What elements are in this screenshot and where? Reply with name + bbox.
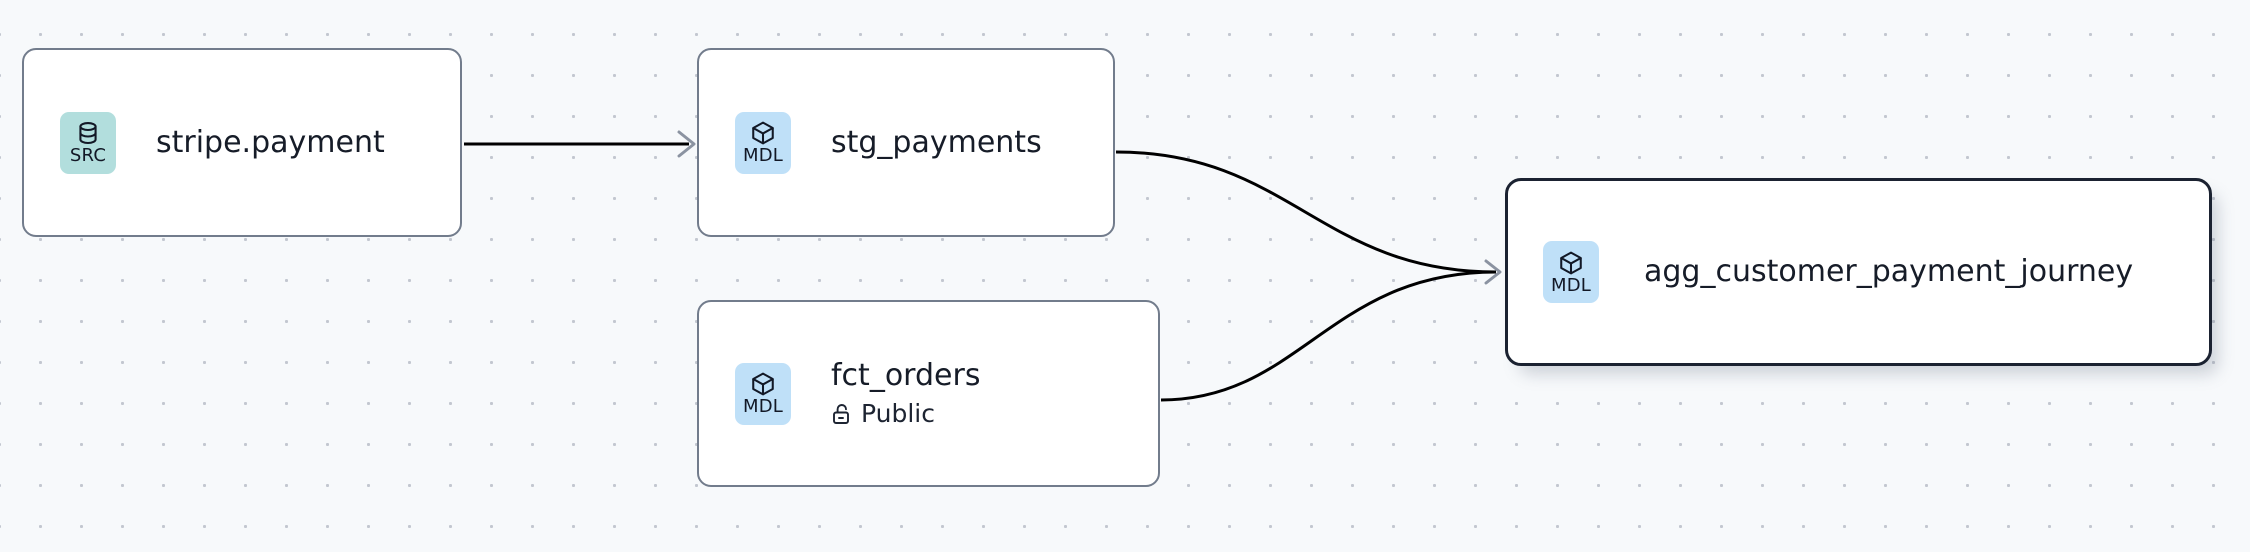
node-stg-payments[interactable]: MDL stg_payments: [697, 48, 1115, 237]
node-agg-customer-payment-journey[interactable]: MDL agg_customer_payment_journey: [1505, 178, 2212, 366]
edge-stg-to-agg: [1115, 150, 1497, 274]
edge-fct-to-agg: [1160, 259, 1502, 402]
node-content: stripe.payment: [156, 125, 385, 161]
badge-label: MDL: [1550, 274, 1592, 296]
node-fct-orders[interactable]: MDL fct_orders Public: [697, 300, 1160, 487]
node-title: agg_customer_payment_journey: [1644, 254, 2134, 289]
node-content: fct_orders Public: [831, 358, 980, 429]
node-type-badge-src: SRC: [60, 111, 116, 174]
node-title: stripe.payment: [156, 124, 385, 160]
node-type-badge-mdl: MDL: [735, 362, 791, 425]
node-title: fct_orders: [831, 358, 981, 393]
edge-stripe-to-stg: [464, 130, 696, 158]
visibility-label: Public: [861, 399, 935, 428]
cube-icon: [1560, 251, 1582, 274]
node-stripe-payment[interactable]: SRC stripe.payment: [22, 48, 462, 237]
database-icon: [79, 122, 97, 144]
cube-icon: [752, 121, 774, 145]
node-type-badge-mdl: MDL: [735, 111, 791, 174]
unlock-icon: [833, 403, 849, 424]
node-visibility: Public: [831, 398, 980, 429]
badge-label: MDL: [742, 396, 784, 417]
node-content: agg_customer_payment_journey: [1644, 254, 2133, 290]
node-content: stg_payments: [831, 125, 1042, 161]
cube-icon: [752, 372, 774, 396]
arrowhead-icon: [677, 130, 696, 158]
node-type-badge-mdl: MDL: [1543, 241, 1599, 303]
arrowhead-icon: [1484, 259, 1502, 285]
badge-label: MDL: [742, 145, 784, 166]
node-title: stg_payments: [831, 124, 1042, 160]
badge-label: SRC: [69, 145, 107, 166]
